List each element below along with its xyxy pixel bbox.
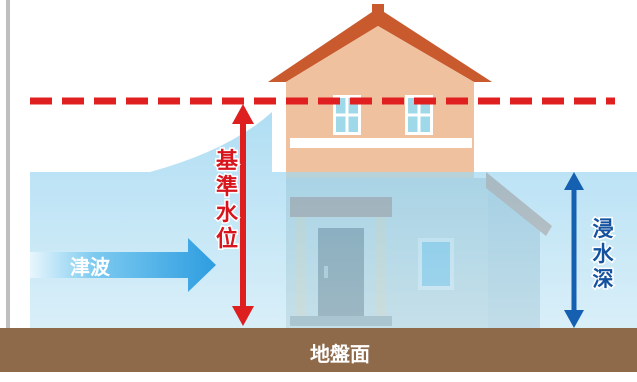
tsunami-arrow	[30, 238, 216, 292]
reference-level-char-1: 基	[216, 149, 239, 174]
roof-chimney-tip	[372, 4, 384, 12]
reference-level-char-3: 水	[216, 201, 239, 226]
reference-level-char-4: 位	[216, 226, 238, 252]
inundation-depth-char-1: 浸	[593, 217, 614, 241]
inundation-depth-char-3: 深	[593, 267, 614, 291]
house-roof	[268, 8, 492, 82]
reference-level-arrow	[232, 104, 254, 326]
inundation-depth-label: 浸 水 深	[591, 216, 616, 293]
tsunami-label: 津波	[70, 255, 111, 279]
ground-level-label: 地盤面	[310, 342, 370, 366]
reference-level-label: 基 準 水 位	[214, 148, 240, 254]
house-upper-wall	[286, 26, 474, 178]
house-trim-band	[290, 138, 472, 148]
inundation-depth-arrow	[564, 172, 584, 328]
left-border	[6, 0, 10, 360]
ground-strip	[0, 328, 637, 372]
inundation-depth-char-2: 水	[593, 242, 615, 266]
reference-level-char-2: 準	[216, 174, 238, 200]
